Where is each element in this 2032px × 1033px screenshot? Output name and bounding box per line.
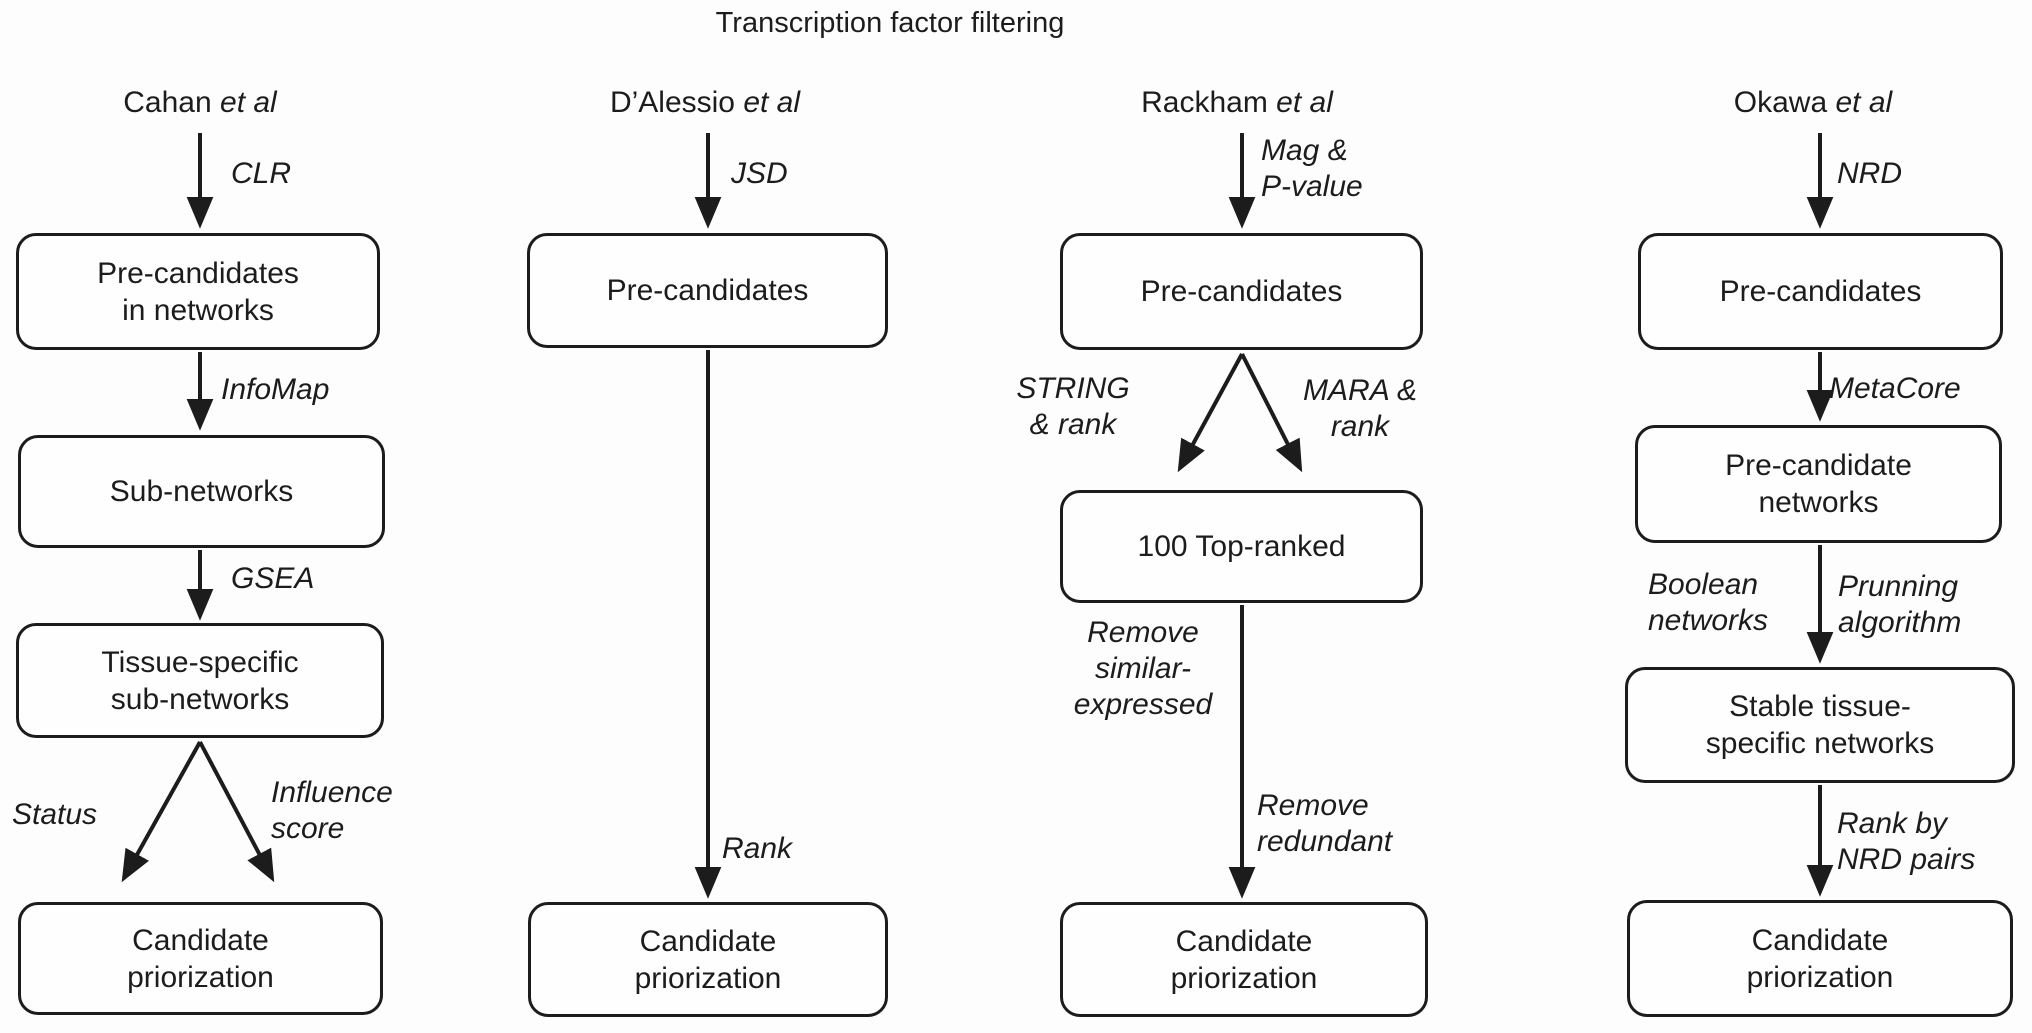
- label-gsea: GSEA: [231, 562, 315, 595]
- label-metacore: MetaCore: [1829, 372, 1961, 405]
- label-rank-by-nrd: Rank by NRD pairs: [1837, 807, 1976, 876]
- label-rank: Rank: [722, 832, 793, 865]
- header-dalessio-etal: et al: [743, 86, 801, 119]
- arrow-cahan-influence-split: [198, 741, 275, 883]
- label-mag-pvalue: Mag & P-value: [1261, 134, 1363, 203]
- header-dalessio-author: D’Alessio: [609, 86, 735, 119]
- label-jsd: JSD: [731, 157, 788, 190]
- box-okawa-stable-networks: Stable tissue- specific networks: [1625, 667, 2015, 783]
- header-okawa-author: Okawa: [1733, 86, 1828, 119]
- box-rackham-candidate-priorization: Candidate priorization: [1060, 902, 1428, 1017]
- label-boolean-networks: Boolean networks: [1648, 568, 1769, 637]
- box-okawa-candidate-priorization: Candidate priorization: [1627, 900, 2013, 1017]
- label-string-rank: STRING & rank: [1016, 372, 1130, 441]
- label-remove-redundant: Remove redundant: [1257, 789, 1393, 858]
- arrow-cahan-status-split: [121, 741, 202, 883]
- label-nrd: NRD: [1837, 157, 1902, 190]
- arrow-rackham-string-split: [1177, 353, 1244, 473]
- label-remove-similar: Remove similar- expressed: [1073, 616, 1213, 721]
- box-okawa-pre-candidates: Pre-candidates: [1638, 233, 2003, 350]
- label-prunning-algorithm: Prunning algorithm: [1838, 570, 1962, 639]
- label-influence-score: Influence score: [271, 776, 393, 845]
- header-rackham: Rackham et al: [1037, 86, 1437, 120]
- header-okawa: Okawa et al: [1613, 86, 2013, 120]
- label-infomap: InfoMap: [221, 373, 330, 406]
- box-okawa-pre-candidate-networks: Pre-candidate networks: [1635, 425, 2002, 543]
- label-status: Status: [12, 798, 98, 831]
- label-mara-rank: MARA & rank: [1303, 374, 1417, 443]
- header-rackham-etal: et al: [1276, 86, 1333, 119]
- header-dalessio: D’Alessio et al: [505, 86, 905, 120]
- header-rackham-author: Rackham: [1141, 86, 1268, 119]
- label-clr: CLR: [231, 157, 292, 190]
- box-rackham-pre-candidates: Pre-candidates: [1060, 233, 1423, 350]
- box-cahan-sub-networks: Sub-networks: [18, 435, 385, 548]
- box-dalessio-pre-candidates: Pre-candidates: [527, 233, 888, 348]
- box-rackham-top-ranked: 100 Top-ranked: [1060, 490, 1423, 603]
- box-cahan-candidate-priorization: Candidate priorization: [18, 902, 383, 1015]
- box-cahan-tissue-specific: Tissue-specific sub-networks: [16, 623, 384, 738]
- box-cahan-pre-candidates: Pre-candidates in networks: [16, 233, 380, 350]
- header-cahan-author: Cahan: [123, 86, 212, 119]
- header-cahan: Cahan et al: [0, 86, 400, 120]
- diagram-title: Transcription factor filtering: [715, 7, 1065, 39]
- header-cahan-etal: et al: [220, 86, 277, 119]
- header-okawa-etal: et al: [1835, 86, 1893, 119]
- box-dalessio-candidate-priorization: Candidate priorization: [528, 902, 888, 1017]
